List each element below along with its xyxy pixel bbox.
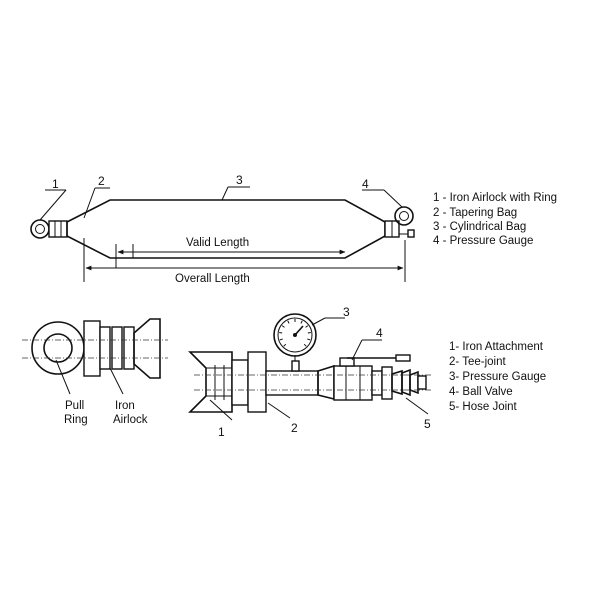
callout-3: 3 (236, 173, 243, 187)
valid-length-label: Valid Length (186, 237, 249, 249)
assembly-legend: 1- Iron Attachment 2- Tee-joint 3- Press… (449, 341, 546, 413)
callout-2: 2 (98, 174, 105, 188)
ring-label: Ring (64, 414, 88, 426)
gauge-tick (281, 325, 285, 328)
assembly-callout-2: 2 (291, 421, 298, 435)
callout-1: 1 (52, 177, 59, 191)
gauge-tick (287, 320, 290, 324)
bag-body (66, 199, 386, 259)
pull-ring (31, 321, 85, 375)
legend-item: 3- Pressure Gauge (449, 371, 546, 383)
ball-valve (333, 365, 373, 401)
gauge-tick (300, 320, 303, 324)
test-assembly: 1 2 3 4 5 (188, 305, 432, 439)
left-pull-ring (30, 219, 50, 239)
gauge-tick (307, 338, 311, 341)
legend-item: 2- Tee-joint (449, 356, 506, 368)
gauge-tick (305, 325, 309, 328)
right-pull-ring (394, 206, 414, 226)
pressure-gauge (273, 313, 317, 357)
legend-item: 1- Iron Attachment (449, 341, 544, 353)
legend-item: 5- Hose Joint (449, 401, 518, 413)
airlock-label: Airlock (113, 414, 148, 426)
gauge-tick (279, 338, 283, 341)
legend-item: 4 - Pressure Gauge (433, 235, 533, 247)
gauge-tick (303, 343, 307, 347)
legend-item: 2 - Tapering Bag (433, 207, 517, 219)
assembly-callout-4: 4 (376, 326, 383, 340)
iron-attachment (188, 351, 233, 413)
top-legend: 1 - Iron Airlock with Ring 2 - Tapering … (433, 192, 557, 247)
pull-label: Pull (65, 400, 84, 412)
legend-item: 4- Ball Valve (449, 386, 513, 398)
tee-joint-collar (247, 351, 267, 413)
assembly-callout-5: 5 (424, 417, 431, 431)
legend-item: 3 - Cylindrical Bag (433, 221, 526, 233)
overall-length-label: Overall Length (175, 273, 250, 285)
gauge-tick (283, 343, 287, 347)
assembly-callout-1: 1 (218, 425, 225, 439)
left-airlock-fitting (48, 220, 68, 238)
pipe-plug-bag: 1 2 3 4 Valid Length Overall Length (30, 173, 415, 285)
callout-4: 4 (362, 177, 369, 191)
iron-label: Iron (115, 400, 135, 412)
legend-item: 1 - Iron Airlock with Ring (433, 192, 557, 204)
iron-airlock-detail: Pull Ring Iron Airlock (22, 318, 168, 426)
assembly-callout-3: 3 (343, 305, 350, 319)
hose-joint (381, 366, 393, 400)
